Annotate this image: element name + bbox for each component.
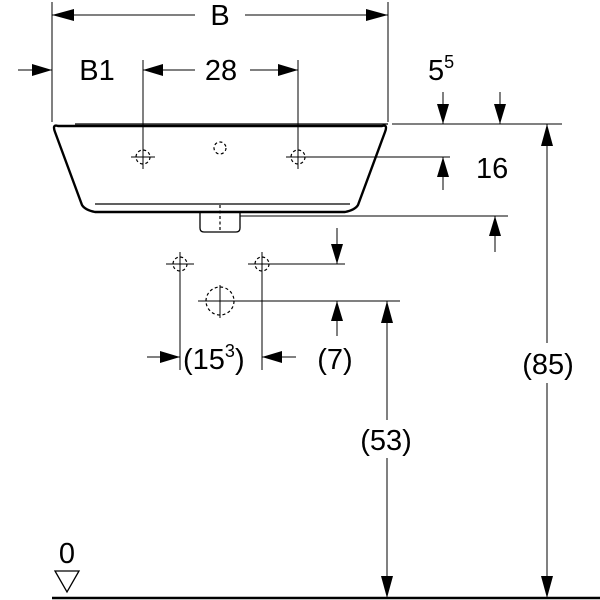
waste-connection [198,285,242,318]
dimension-28: 28 [143,55,298,87]
dimension-85: (85) [522,124,574,598]
floor-datum: 0 [52,538,600,600]
label-b1: B1 [79,55,114,87]
dimension-b1: B1 [18,55,115,87]
dimension-5-5: 55 [428,52,506,124]
tap-hole-centre [213,141,227,155]
dimension-16: 16 [437,153,508,190]
label-15-3: (153) [183,341,245,376]
label-b: B [210,0,229,32]
extension-lines [51,2,562,370]
supply-connection-right [248,252,276,276]
washbasin-outline [52,123,388,233]
tap-hole-left [131,145,155,169]
label-7: (7) [317,344,352,376]
label-0: 0 [59,538,75,570]
dimension-7: (7) [317,301,353,376]
dimension-drain-depth [331,216,501,264]
label-16: 16 [476,153,508,185]
label-5-5: 55 [428,52,454,87]
dimension-53: (53) [360,301,412,598]
dimension-15-3: (153) [147,341,296,376]
label-85: (85) [522,349,574,381]
label-53: (53) [360,425,412,457]
tap-hole-right [286,145,310,169]
label-28: 28 [205,55,237,87]
dimension-b: B [52,0,388,32]
supply-connection-left [166,252,194,276]
